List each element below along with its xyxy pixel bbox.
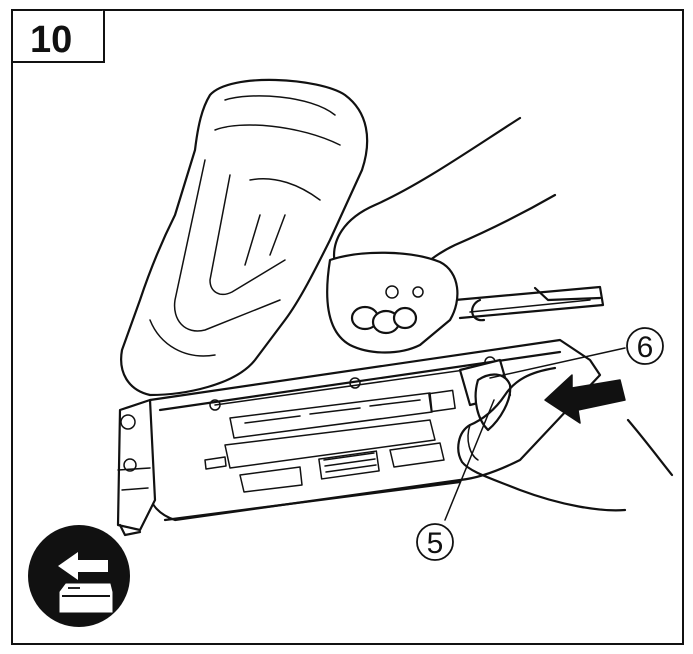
callout-6: 6: [489, 327, 664, 379]
callout-6-label: 6: [637, 331, 654, 364]
figure-frame: [11, 9, 684, 645]
callout-5-label: 5: [427, 527, 444, 560]
front-hand: [457, 366, 674, 512]
magazine-rail: [453, 285, 605, 322]
nose-tip: [116, 398, 157, 537]
push-arrow: [544, 374, 626, 424]
step-number: 10: [30, 19, 72, 61]
callout-5: 5: [416, 399, 495, 561]
step-tab: 10: [12, 10, 105, 63]
motor-housing: [120, 78, 369, 397]
nail-gun-illustration: [116, 78, 674, 537]
handle-trigger: [326, 251, 459, 354]
battery-remove-badge: [28, 525, 130, 627]
callout-5-circle: [416, 523, 454, 561]
arrow-left-icon: [58, 552, 108, 580]
battery-remove-icon: [59, 583, 113, 613]
callout-6-circle: [626, 327, 664, 365]
